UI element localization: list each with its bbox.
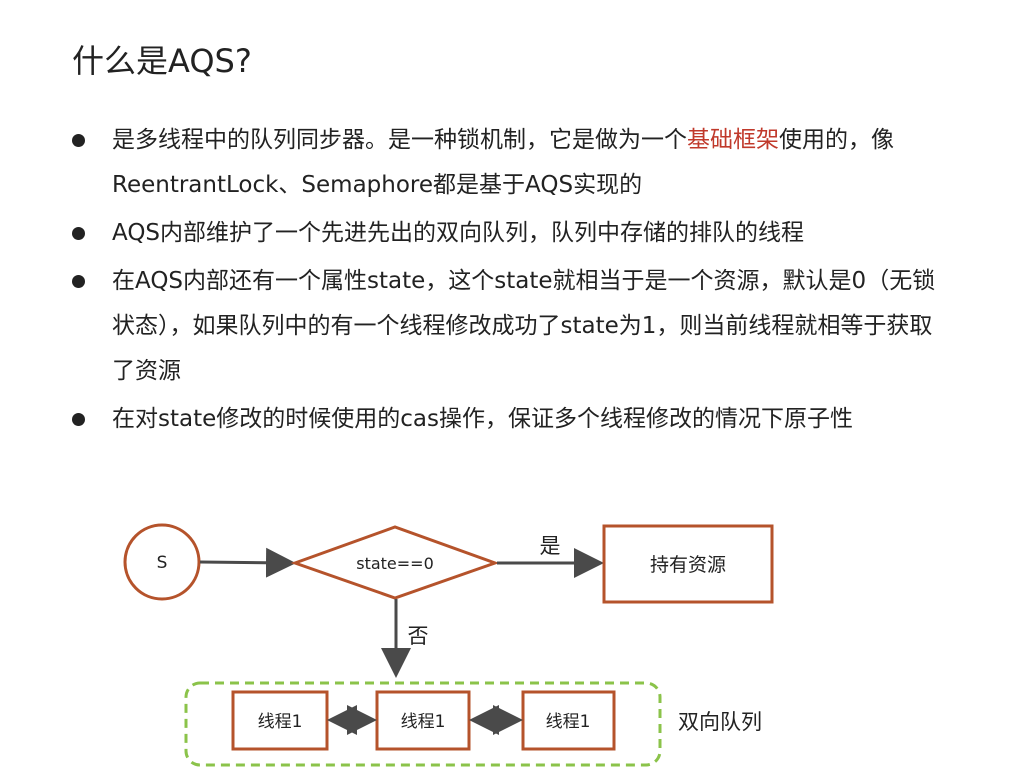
bullet-dot-icon	[72, 227, 85, 240]
bullet-list: 是多线程中的队列同步器。是一种锁机制，它是做为一个基础框架使用的，像Reentr…	[70, 118, 950, 445]
resource-label: 持有资源	[650, 554, 726, 576]
bullet-item: AQS内部维护了一个先进先出的双向队列，队列中存储的排队的线程	[70, 211, 950, 256]
bullet-dot-icon	[72, 413, 85, 426]
start-node	[123, 523, 201, 601]
resource-node	[602, 524, 774, 604]
highlighted-text: 基础框架	[687, 127, 779, 153]
bullet-text: 是多线程中的队列同步器。是一种锁机制，它是做为一个	[112, 127, 687, 153]
bullet-dot-icon	[72, 134, 85, 147]
bullet-text: 使用的，像ReentrantLock、Semaphore都是基于AQS实现的	[112, 127, 894, 198]
decision-label: state==0	[356, 554, 434, 573]
queue-container	[184, 681, 662, 767]
bullet-text: AQS内部维护了一个先进先出的双向队列，队列中存储的排队的线程	[112, 220, 805, 246]
bullet-text: 在AQS内部还有一个属性state，这个state就相当于是一个资源，默认是0（…	[112, 268, 936, 384]
yes-label: 是	[540, 534, 561, 558]
bullet-dot-icon	[72, 275, 85, 288]
queue-node-label: 线程1	[401, 712, 446, 732]
queue-label: 双向队列	[678, 710, 762, 734]
page-title: 什么是AQS?	[72, 42, 252, 80]
bullet-item: 在对state修改的时候使用的cas操作，保证多个线程修改的情况下原子性	[70, 397, 950, 442]
no-label: 否	[408, 624, 429, 648]
bullet-text: 在对state修改的时候使用的cas操作，保证多个线程修改的情况下原子性	[112, 406, 853, 432]
queue-node-label: 线程1	[258, 712, 303, 732]
queue-node	[521, 690, 616, 751]
queue-node-label: 线程1	[546, 712, 591, 732]
bullet-item: 是多线程中的队列同步器。是一种锁机制，它是做为一个基础框架使用的，像Reentr…	[70, 118, 950, 208]
arrow-start-to-decision	[199, 547, 296, 578]
bullet-item: 在AQS内部还有一个属性state，这个state就相当于是一个资源，默认是0（…	[70, 259, 950, 394]
decision-node	[290, 525, 500, 600]
start-label: S	[157, 553, 168, 573]
